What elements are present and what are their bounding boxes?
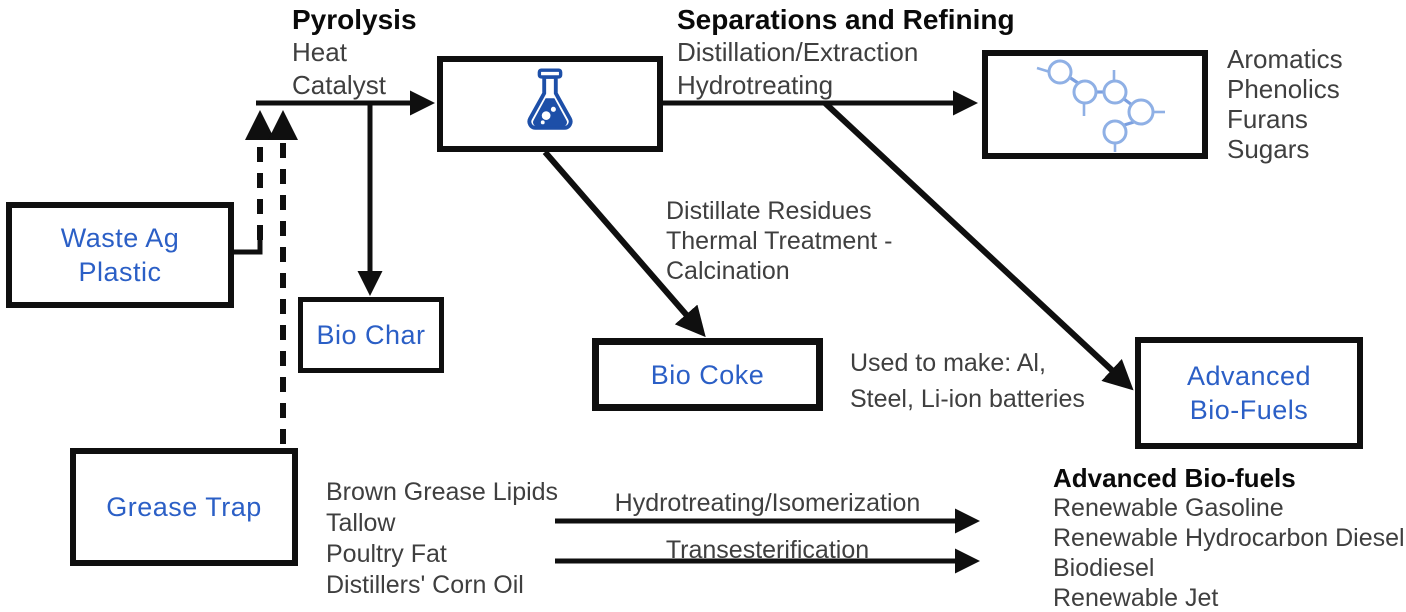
bio-coke-label: Bio Coke: [650, 359, 765, 390]
feedstock-distillers-corn-oil: Distillers' Corn Oil: [326, 571, 524, 599]
flask-icon: [527, 68, 573, 130]
output-phenolics: Phenolics: [1227, 74, 1340, 104]
separations-line-hydrotreating: Hydrotreating: [677, 70, 834, 100]
node-bio-char: Bio Char: [298, 297, 444, 373]
feedstock-poultry-fat: Poultry Fat: [326, 540, 447, 568]
distillate-line1: Distillate Residues: [666, 197, 872, 225]
transesterification-label: Transesterification: [665, 536, 870, 564]
output-aromatics: Aromatics: [1227, 44, 1343, 74]
feedstock-brown-grease: Brown Grease Lipids: [326, 478, 559, 506]
node-pyrolysis-reactor: [437, 56, 663, 152]
pyrolysis-label-block: Pyrolysis Heat Catalyst: [292, 3, 417, 102]
arrow-to-bio-coke: [542, 150, 706, 338]
bio-char-label: Bio Char: [316, 320, 426, 350]
output-sugars: Sugars: [1227, 134, 1310, 164]
separations-title: Separations and Refining: [677, 4, 1015, 35]
advanced-biofuels-list-title: Advanced Bio-fuels: [1053, 463, 1296, 493]
output-furans: Furans: [1227, 104, 1308, 134]
grease-trap-label: Grease Trap: [106, 492, 262, 522]
node-grease-trap: Grease Trap: [70, 448, 298, 566]
fuel-renewable-gasoline: Renewable Gasoline: [1053, 494, 1284, 522]
pyrolysis-line-catalyst: Catalyst: [292, 70, 386, 100]
fuel-biodiesel: Biodiesel: [1053, 554, 1155, 582]
node-bio-coke: Bio Coke: [592, 338, 823, 411]
waste-ag-plastic-label-line1: Waste Ag: [60, 223, 180, 253]
node-advanced-bio-fuels: Advanced Bio-Fuels: [1135, 337, 1363, 449]
bio-coke-uses-line1: Used to make: Al,: [850, 349, 1046, 377]
distillate-note: Distillate Residues Thermal Treatment - …: [666, 196, 892, 286]
node-waste-ag-plastic: Waste Ag Plastic: [6, 202, 234, 308]
hydrotreating-isomerization-label: Hydrotreating/Isomerization: [614, 489, 921, 517]
advanced-bio-fuels-label-line2: Bio-Fuels: [1189, 395, 1309, 425]
fuel-renewable-jet: Renewable Jet: [1053, 584, 1219, 612]
molecule-icon: [1036, 59, 1165, 152]
advanced-bio-fuels-label-line1: Advanced: [1186, 361, 1312, 391]
distillate-line3: Calcination: [666, 257, 790, 285]
advanced-biofuels-list: Advanced Bio-fuels Renewable Gasoline Re…: [1053, 463, 1405, 612]
arrow-to-advanced-bio-fuels: [822, 100, 1134, 391]
feedstock-tallow: Tallow: [326, 509, 396, 537]
pyrolysis-title: Pyrolysis: [292, 4, 417, 35]
connector-waste-ag-elbow: [233, 240, 263, 255]
waste-ag-plastic-label-line2: Plastic: [78, 257, 162, 287]
node-separation-products: [982, 50, 1208, 159]
separations-label-block: Separations and Refining Distillation/Ex…: [677, 3, 1015, 102]
fuel-renewable-hydrocarbon-diesel: Renewable Hydrocarbon Diesel: [1053, 524, 1405, 552]
grease-feedstocks-list: Brown Grease Lipids Tallow Poultry Fat D…: [326, 477, 558, 601]
distillate-line2: Thermal Treatment -: [666, 227, 893, 255]
separations-line-distillation: Distillation/Extraction: [677, 37, 919, 67]
bio-coke-uses-line2: Steel, Li-ion batteries: [850, 385, 1085, 413]
bio-coke-uses-note: Used to make: Al, Steel, Li-ion batterie…: [850, 345, 1085, 417]
product-outputs-list: Aromatics Phenolics Furans Sugars: [1227, 44, 1343, 164]
pyrolysis-line-heat: Heat: [292, 37, 347, 67]
